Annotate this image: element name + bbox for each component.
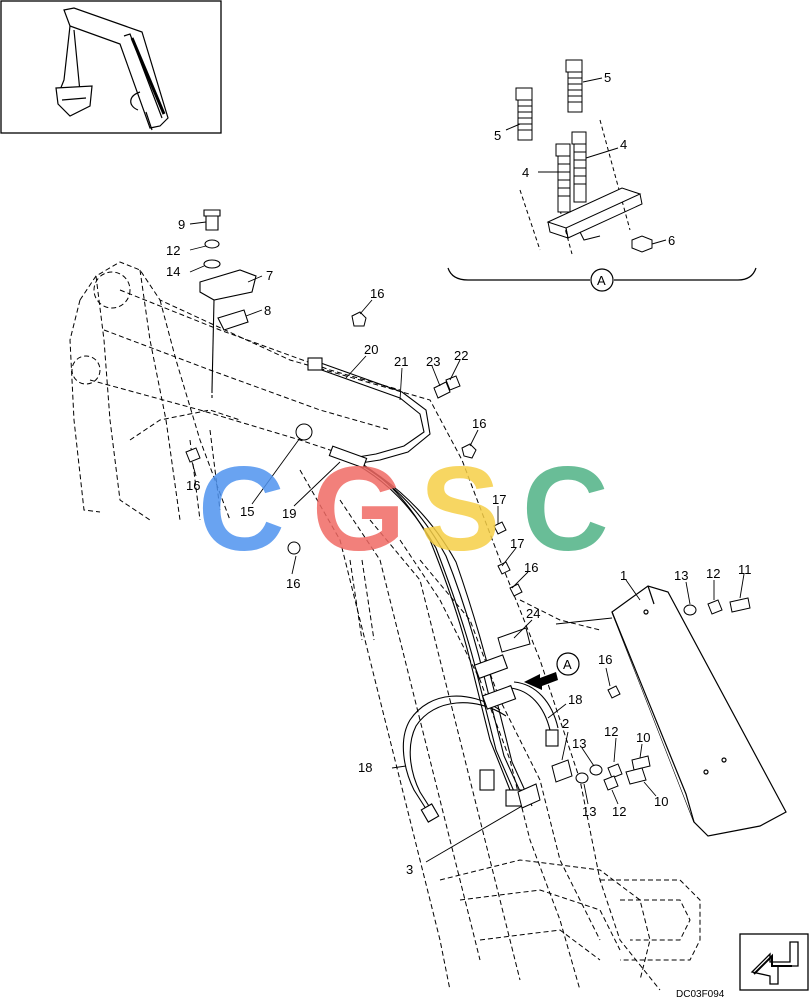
small-parts	[185, 311, 751, 809]
watermark-letter-3: S	[420, 442, 500, 576]
callout-13: 13	[582, 804, 596, 819]
bolt-22	[445, 375, 461, 391]
nut-16e	[509, 583, 523, 597]
bolt-16c	[185, 447, 201, 463]
callout-2: 2	[562, 716, 569, 731]
drawing-code: DC03F094	[676, 989, 725, 1000]
clip-24	[497, 627, 531, 653]
nut-16b	[461, 443, 477, 459]
callout-23: 23	[426, 354, 440, 369]
bolt-23	[433, 381, 451, 399]
bolt-10b	[625, 767, 647, 785]
callout-5: 5	[604, 70, 611, 85]
watermark-letter-2: G	[312, 442, 405, 576]
bolt-16d	[287, 541, 301, 555]
excavator-arm-thumbnail	[0, 0, 222, 134]
callout-15: 15	[240, 504, 254, 519]
bolt-11	[729, 597, 751, 613]
callout-16: 16	[186, 478, 200, 493]
callout-3: 3	[406, 862, 413, 877]
callout-13: 13	[572, 736, 586, 751]
callout-19: 19	[282, 506, 296, 521]
bolt-10a	[631, 755, 651, 771]
detail-a-pointer-label: A	[563, 657, 572, 672]
block-2	[551, 759, 573, 783]
nut-16f	[607, 685, 621, 699]
callout-16: 16	[370, 286, 384, 301]
callout-16: 16	[472, 416, 486, 431]
callout-17: 17	[510, 536, 524, 551]
block-3	[517, 783, 541, 809]
detail-a-fittings	[447, 59, 757, 292]
cover-plate-1	[611, 585, 787, 837]
clamp-insert-8	[217, 309, 249, 331]
direction-arrow-icon[interactable]	[739, 933, 809, 991]
watermark-letter-4: C	[522, 442, 609, 576]
nut-6	[631, 235, 653, 253]
washer-13a	[683, 604, 697, 616]
fitting-5-right	[565, 59, 583, 113]
clamp-15	[295, 423, 313, 441]
callout-14: 14	[166, 264, 180, 279]
fitting-4-right	[571, 131, 587, 203]
callout-13: 13	[674, 568, 688, 583]
callout-10: 10	[654, 794, 668, 809]
hoses	[307, 357, 559, 823]
callout-18: 18	[568, 692, 582, 707]
callout-17: 17	[492, 492, 506, 507]
callout-16: 16	[524, 560, 538, 575]
callout-12: 12	[604, 724, 618, 739]
leader-lines	[189, 221, 745, 863]
nut-17b	[497, 561, 511, 575]
callout-8: 8	[264, 303, 271, 318]
callout-21: 21	[394, 354, 408, 369]
callout-labels: 9 12 14 7 8 16 20 21 23 22 16 16 15 19 1…	[166, 70, 752, 877]
washer-12	[204, 239, 220, 249]
callout-7: 7	[266, 268, 273, 283]
callout-9: 9	[178, 217, 185, 232]
clamp-parts	[199, 209, 257, 400]
callout-22: 22	[454, 348, 468, 363]
callout-6: 6	[668, 233, 675, 248]
nut-16a	[351, 311, 367, 327]
callout-4: 4	[522, 165, 529, 180]
callout-4: 4	[620, 137, 627, 152]
callout-1: 1	[620, 568, 627, 583]
nut-12c	[607, 763, 623, 779]
nut-12d	[603, 775, 619, 791]
callout-16: 16	[286, 576, 300, 591]
watermark: C G S C	[198, 442, 609, 576]
fitting-5-left	[515, 87, 533, 141]
washer-14	[203, 259, 221, 269]
washer-13c	[575, 772, 589, 784]
callout-16: 16	[598, 652, 612, 667]
fitting-4-left	[555, 143, 571, 213]
watermark-letter-1: C	[198, 442, 285, 576]
detail-a-pointer	[524, 652, 580, 690]
callout-24: 24	[526, 606, 540, 621]
washer-13b	[589, 764, 603, 776]
callout-12: 12	[706, 566, 720, 581]
clamp-7	[199, 269, 257, 301]
callout-5: 5	[494, 128, 501, 143]
detail-a-label: A	[597, 273, 606, 288]
callout-18: 18	[358, 760, 372, 775]
nut-17a	[493, 521, 507, 535]
boom-structure	[69, 261, 701, 991]
detail-a-circle	[590, 268, 614, 292]
callout-20: 20	[364, 342, 378, 357]
callout-10: 10	[636, 730, 650, 745]
nut-12b	[707, 599, 723, 615]
callout-11: 11	[738, 562, 752, 577]
callout-12: 12	[166, 243, 180, 258]
callout-12: 12	[612, 804, 626, 819]
